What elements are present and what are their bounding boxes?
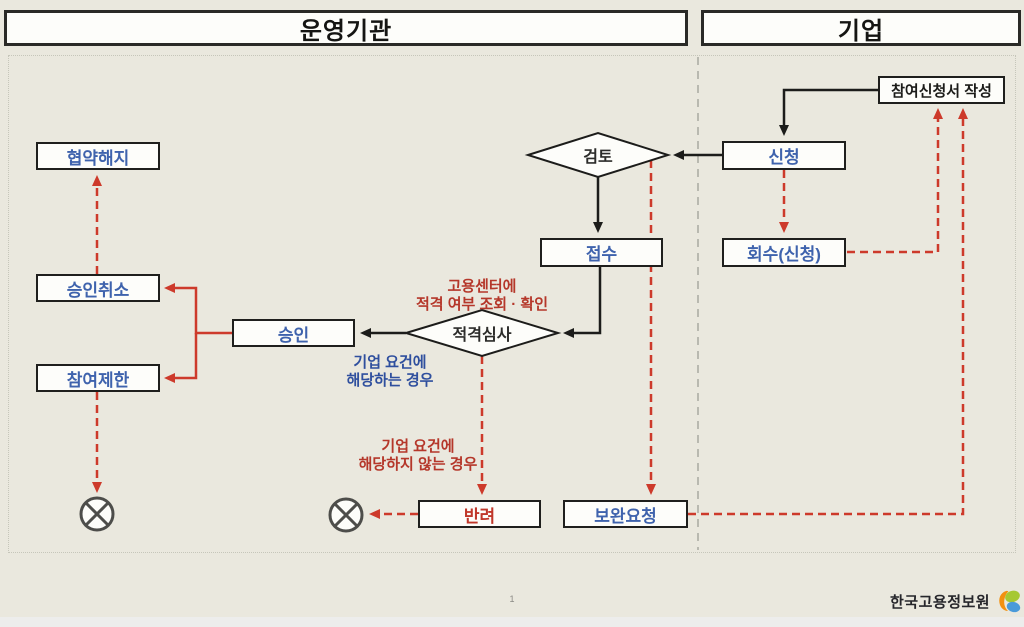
footer-logo: 한국고용정보원 [890, 588, 1022, 615]
node-approval-cancellation: 승인취소 [36, 274, 160, 302]
lane-header-operating-agency: 운영기관 [4, 10, 688, 46]
arrow-supplement-to-form [688, 108, 968, 516]
lane-header-company: 기업 [701, 10, 1021, 46]
node-application: 신청 [722, 141, 846, 170]
node-receipt: 접수 [540, 238, 663, 267]
arrow-form-to-application [779, 88, 878, 136]
node-supplement-request: 보완요청 [563, 500, 688, 528]
terminator-icon-middle [328, 497, 364, 533]
flowchart-panel [8, 55, 1016, 553]
arrow-approval-to-restriction [164, 333, 198, 383]
annotation-eligible-case: 기업 요건에 해당하는 경우 [320, 354, 460, 390]
arrow-withdrawal-to-form [847, 108, 943, 254]
node-withdrawal: 회수(신청) [722, 238, 846, 267]
bottom-strip [0, 617, 1024, 627]
annotation-line: 고용센터에 [447, 278, 517, 295]
page-number: 1 [509, 594, 515, 604]
node-application-form: 참여신청서 작성 [878, 76, 1005, 104]
annotation-employment-center: 고용센터에 적격 여부 조회 · 확인 [392, 278, 572, 314]
screening-diamond-shape [402, 308, 562, 358]
keis-logo-icon [999, 590, 1021, 613]
review-diamond-shape [524, 131, 672, 179]
arrow-receipt-to-screening [563, 267, 602, 338]
node-rejection: 반려 [418, 500, 541, 528]
annotation-line: 해당하지 않는 경우 [358, 456, 478, 473]
node-agreement-termination: 협약해지 [36, 142, 160, 170]
node-participation-restriction: 참여제한 [36, 364, 160, 392]
arrow-approval-to-cancellation [164, 283, 232, 335]
annotation-line: 기업 요건에 [381, 438, 455, 455]
annotation-line: 적격 여부 조회 · 확인 [415, 296, 549, 313]
node-approval: 승인 [232, 319, 355, 347]
annotation-ineligible-case: 기업 요건에 해당하지 않는 경우 [338, 438, 498, 474]
annotation-line: 해당하는 경우 [346, 372, 434, 389]
logo-text: 한국고용정보원 [890, 594, 991, 611]
annotation-line: 기업 요건에 [353, 354, 427, 371]
terminator-icon-left [79, 496, 115, 532]
